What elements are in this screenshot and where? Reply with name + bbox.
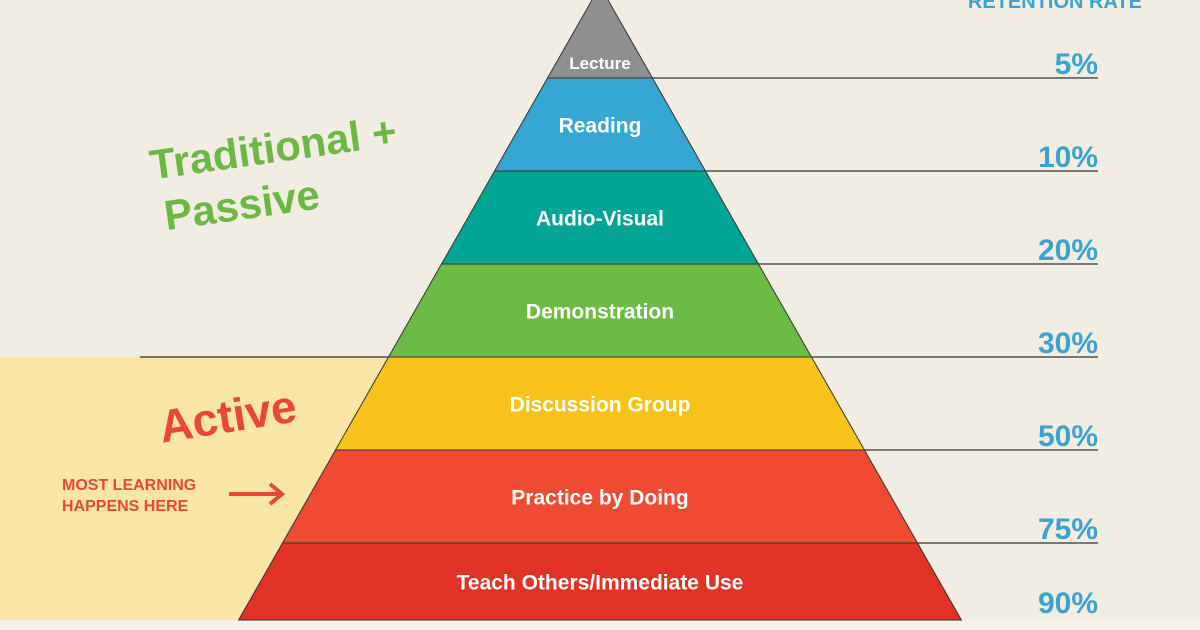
note-line1: MOST LEARNING [62, 477, 196, 494]
arrow-right-icon [229, 482, 286, 506]
pyramid-level-teach-others-immediate-use [237, 542, 963, 621]
level-label: Practice by Doing [511, 487, 688, 510]
bottom-strip [0, 620, 1200, 630]
level-label: Demonstration [526, 301, 674, 324]
retention-value: 50% [1038, 420, 1098, 453]
level-label: Discussion Group [510, 394, 691, 417]
retention-rate-header: RETENTION RATE [968, 0, 1142, 13]
retention-value: 75% [1038, 513, 1098, 546]
level-label: Reading [559, 115, 642, 138]
retention-value: 10% [1038, 141, 1098, 174]
level-label: Audio-Visual [536, 208, 664, 231]
level-label: Teach Others/Immediate Use [457, 572, 744, 595]
retention-value: 5% [1055, 48, 1098, 81]
active-zone-background [0, 357, 389, 620]
retention-value: 20% [1038, 234, 1098, 267]
passive-group-label: Traditional + Passive [147, 107, 400, 239]
note-line2: HAPPENS HERE [62, 498, 189, 515]
retention-value: 90% [1038, 587, 1098, 620]
level-label: Lecture [569, 54, 630, 73]
retention-value: 30% [1038, 327, 1098, 360]
